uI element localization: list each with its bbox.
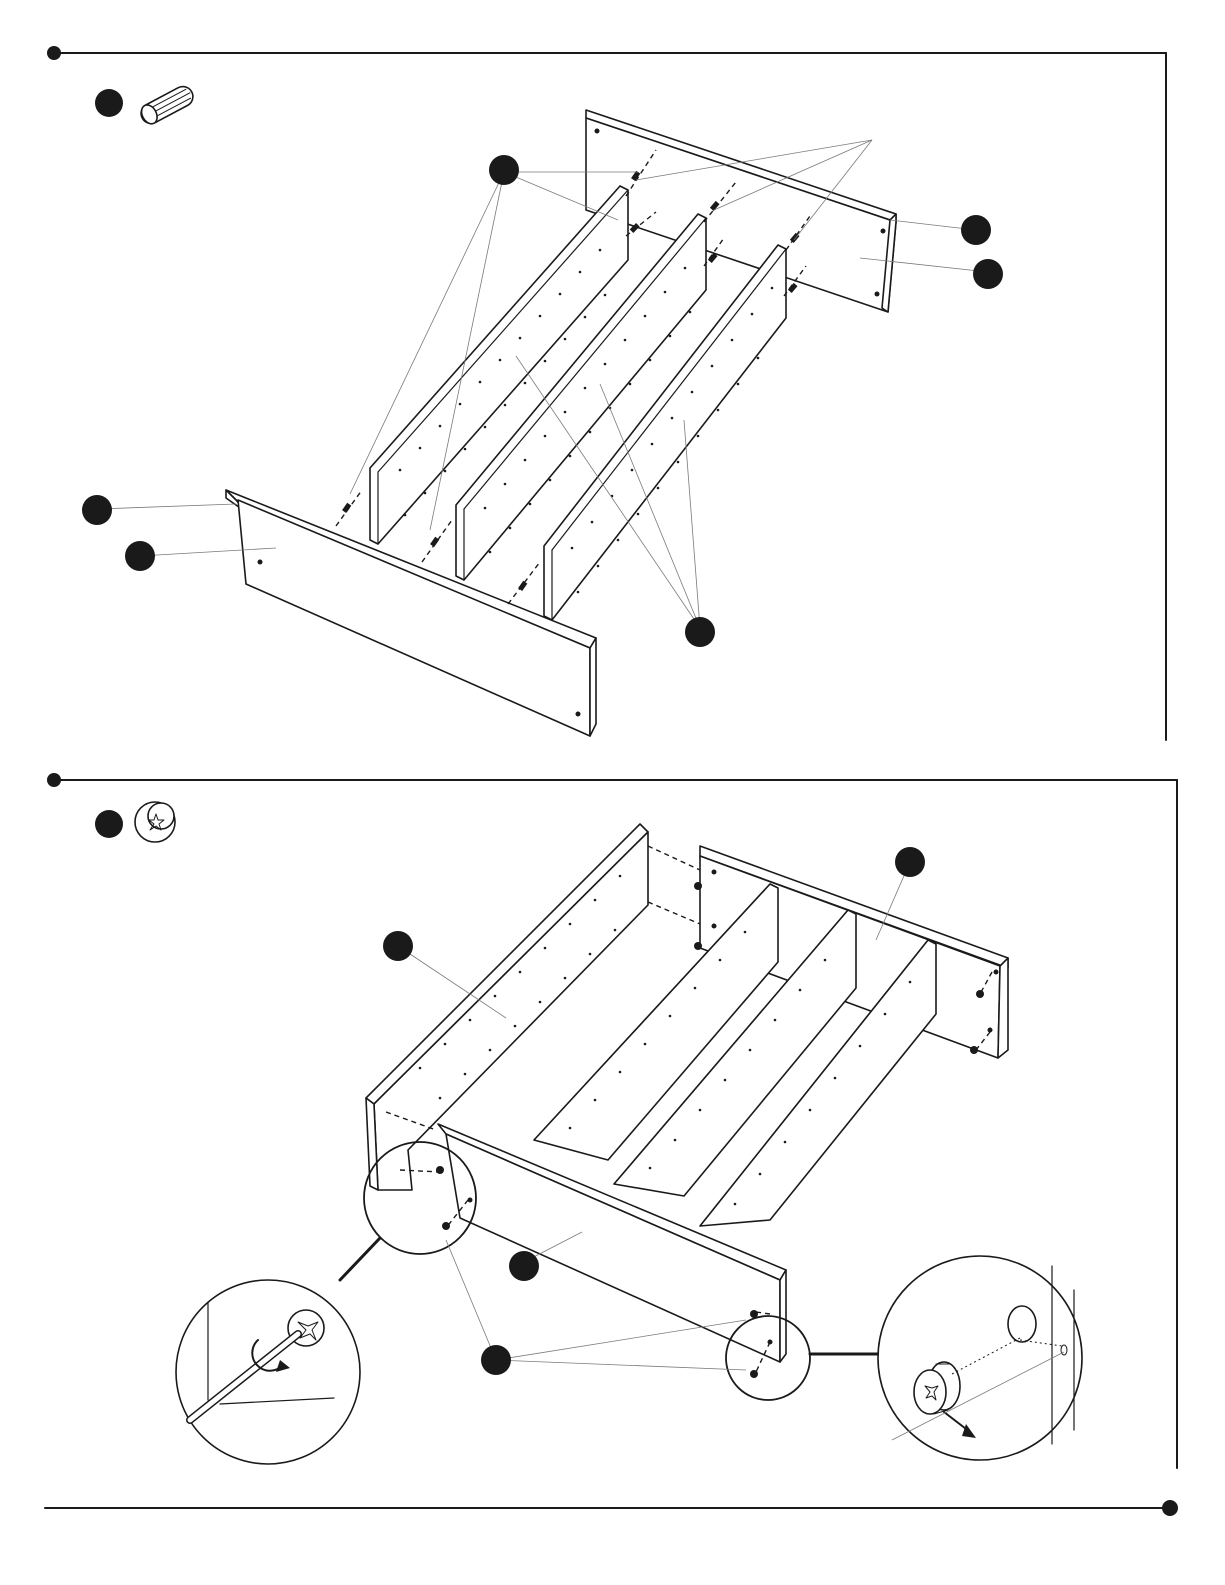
step-top-hardware-badge	[95, 89, 123, 117]
frame-dot-bottom	[1162, 1500, 1178, 1516]
callout-back-panel	[895, 847, 925, 877]
callout-dowels	[489, 155, 519, 185]
detail-screwdriver-tighten	[176, 1280, 360, 1464]
cam-lock-icon	[135, 802, 175, 842]
callout-front-panel	[509, 1251, 539, 1281]
step-bottom-hardware-badge	[95, 810, 123, 838]
wooden-dowel-icon	[138, 83, 197, 127]
callout-cam-locks	[481, 1345, 511, 1375]
back-panel-top	[586, 110, 896, 312]
callout-back-lip	[961, 215, 991, 245]
step-bottom	[95, 802, 1082, 1464]
callout-back-panel	[973, 259, 1003, 289]
front-panel-bottom	[438, 1124, 786, 1362]
detail-cam-insert	[878, 1256, 1082, 1460]
front-panel-top	[226, 490, 596, 736]
step-top	[82, 83, 1003, 736]
callout-front-panel	[125, 541, 155, 571]
callout-front-lip	[82, 495, 112, 525]
callout-dividers	[685, 617, 715, 647]
callout-side-panel	[383, 931, 413, 961]
